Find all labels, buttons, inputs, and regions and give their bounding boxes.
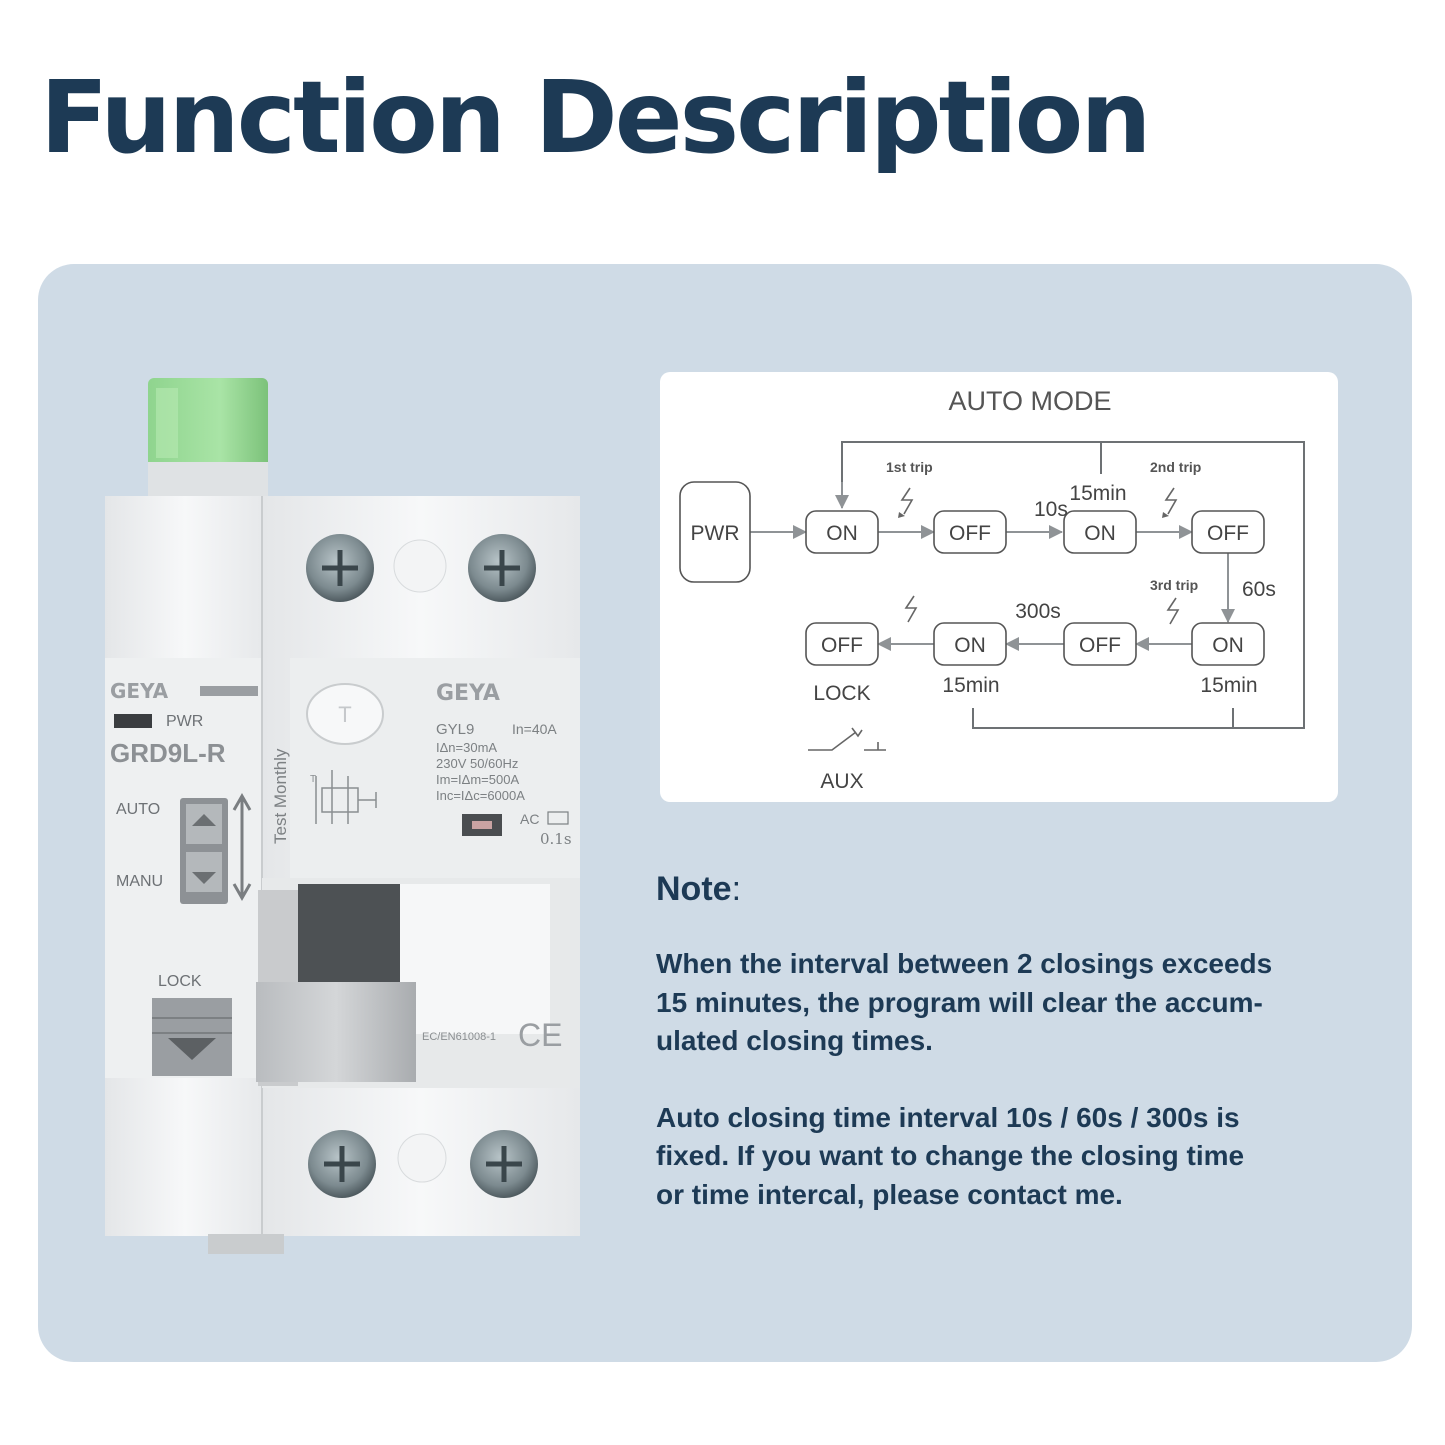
- node-off-1: [933, 510, 1007, 554]
- screw-top-left: [306, 534, 374, 602]
- green-aux-terminal: [148, 378, 268, 496]
- node-pwr: [679, 481, 751, 583]
- node-on-1: [805, 510, 879, 554]
- note-line: 15 minutes, the program will clear the a…: [656, 986, 1263, 1018]
- node-on-3-label: ON: [1212, 634, 1244, 657]
- diagram-title: AUTO MODE: [948, 386, 1111, 416]
- node-on-1-label: ON: [826, 522, 858, 545]
- interval-15min-left: 15min: [942, 674, 999, 697]
- test-monthly-label: Test Monthly: [271, 748, 290, 844]
- breaker-toggle-handle[interactable]: [256, 878, 580, 1088]
- node-off-2-label: OFF: [1207, 522, 1249, 545]
- auto-manu-switch[interactable]: [180, 798, 228, 904]
- up-down-arrow-icon: [232, 792, 252, 902]
- rating-label: In=40A: [512, 721, 557, 737]
- node-off-lock: [805, 622, 879, 666]
- node-off-2: [1191, 510, 1265, 554]
- note-heading: Note:: [656, 870, 1376, 909]
- auto-mode-diagram-card: AUTO MODE: [660, 372, 1338, 802]
- right-brand-logo: GEYA: [436, 681, 500, 706]
- test-button[interactable]: T: [306, 683, 384, 745]
- lightning-icon: [1164, 487, 1178, 515]
- node-on-2-label: ON: [1084, 522, 1116, 545]
- left-brand-logo: GEYA: [110, 679, 169, 703]
- interval-300s: 300s: [1015, 600, 1061, 623]
- trip-label-3: 3rd trip: [1150, 577, 1198, 593]
- spec-line: Inc=IΔc=6000A: [436, 788, 525, 803]
- node-off-lock-label: OFF: [821, 634, 863, 657]
- auto-label: AUTO: [116, 801, 160, 818]
- lightning-icon: [1166, 597, 1180, 625]
- lock-slider[interactable]: [152, 998, 232, 1076]
- trip-time-label: 0.1s: [540, 830, 572, 848]
- right-model-label: GYL9: [436, 721, 474, 738]
- schematic-label: T: [310, 774, 316, 785]
- left-model-label: GRD9L-R: [110, 738, 226, 768]
- screw-bottom-right: [470, 1130, 538, 1198]
- loop-line-top: [841, 441, 1305, 729]
- auto-mode-flow-diagram: AUTO MODE: [679, 386, 1305, 793]
- node-off-1-label: OFF: [949, 522, 991, 545]
- note-line: or time intercal, please contact me.: [656, 1178, 1123, 1210]
- ce-mark: CE: [518, 1017, 562, 1053]
- interval-15min-top: 15min: [1069, 482, 1126, 505]
- trip-label-2: 2nd trip: [1150, 459, 1201, 475]
- lightning-icon: [900, 487, 914, 515]
- note-line: When the interval between 2 closings exc…: [656, 948, 1273, 979]
- node-on-4: [933, 622, 1007, 666]
- aux-contact-icon: [808, 727, 886, 751]
- breaker-device-illustration: GEYA PWR GRD9L-R AUTO MANU LOCK T Test M…: [105, 378, 580, 1254]
- screw-top-right: [468, 534, 536, 602]
- interval-60s: 60s: [1242, 578, 1276, 601]
- node-on-2: [1063, 510, 1137, 554]
- note-paragraph-2: Auto closing time interval 10s / 60s / 3…: [656, 1099, 1376, 1215]
- trip-indicator-window: [462, 814, 502, 836]
- trip-label-1: 1st trip: [886, 459, 933, 475]
- lock-label: LOCK: [158, 973, 202, 990]
- node-off-3-label: OFF: [1079, 634, 1121, 657]
- node-pwr-label: PWR: [691, 522, 740, 545]
- aux-label: AUX: [820, 770, 863, 793]
- note-paragraph-1: When the interval between 2 closings exc…: [656, 945, 1376, 1061]
- circuit-schematic-icon: [315, 770, 377, 824]
- spec-line: Im=IΔm=500A: [436, 772, 519, 787]
- note-colon: :: [731, 870, 742, 908]
- note-line: Auto closing time interval 10s / 60s / 3…: [656, 1101, 1240, 1133]
- page-title: Function Description: [40, 59, 1152, 176]
- spec-line: IΔn=30mA: [436, 740, 497, 755]
- manu-label: MANU: [116, 873, 163, 890]
- spec-line: 230V 50/60Hz: [436, 756, 518, 771]
- interval-10s: 10s: [1034, 498, 1068, 521]
- lock-state-label: LOCK: [813, 682, 870, 705]
- node-on-4-label: ON: [954, 634, 986, 657]
- note-section: Note: When the interval between 2 closin…: [656, 870, 1376, 1252]
- pwr-indicator-label: PWR: [166, 713, 203, 730]
- ac-type-label: AC: [520, 811, 539, 827]
- node-off-3: [1063, 622, 1137, 666]
- svg-text:T: T: [338, 702, 351, 727]
- standard-label: EC/EN61008-1: [422, 1031, 496, 1043]
- note-heading-text: Note: [656, 870, 732, 908]
- note-line: ulated closing times.: [656, 1025, 933, 1056]
- note-line: fixed. If you want to change the closing…: [656, 1140, 1245, 1171]
- screw-bottom-left: [308, 1130, 376, 1198]
- interval-15min-right: 15min: [1200, 674, 1257, 697]
- node-on-3: [1191, 622, 1265, 666]
- lightning-icon: [904, 595, 918, 623]
